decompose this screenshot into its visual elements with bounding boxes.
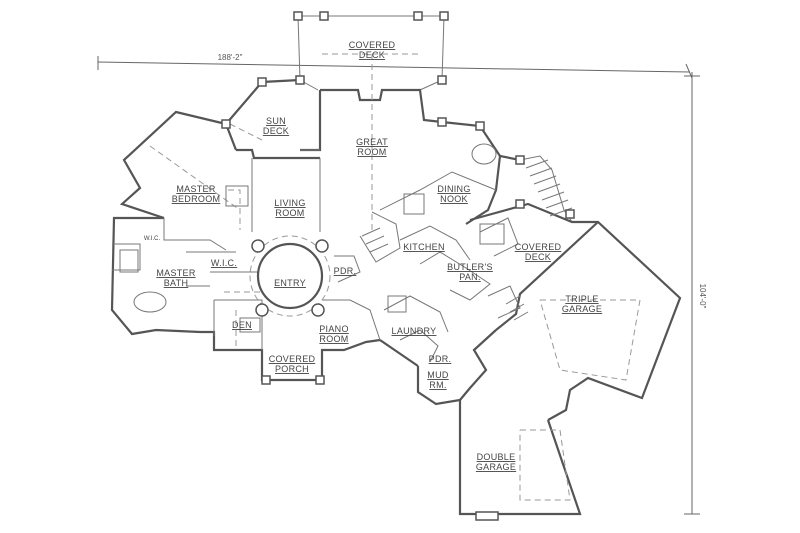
- pdr-top-label: PDR.: [334, 266, 357, 276]
- butlers-pan-label: BUTLER'S: [447, 262, 493, 272]
- covered-porch-label-2: PORCH: [275, 364, 309, 374]
- interior-walls: [112, 149, 521, 363]
- laundry-label: LAUNDRY: [392, 326, 437, 336]
- living-room-label-2: ROOM: [275, 208, 304, 218]
- covered-deck-top-label: COVERED: [349, 40, 396, 50]
- wic-label: W.I.C.: [211, 258, 237, 268]
- fixtures: [119, 143, 505, 333]
- master-bath-label: MASTER: [156, 268, 196, 278]
- butlers-pan-label-2: PAN.: [459, 272, 481, 282]
- columns: [221, 11, 575, 521]
- mud-rm-label: MUD: [427, 370, 449, 380]
- piano-room-label: PIANO: [319, 324, 349, 334]
- covered-porch-label: COVERED: [269, 354, 316, 364]
- interior-stairs: [361, 227, 529, 321]
- triple-garage-label: TRIPLE: [565, 294, 598, 304]
- exterior-stairs: [525, 159, 573, 217]
- wic-small-label: W.I.C.: [144, 236, 161, 242]
- master-bedroom-label-2: BEDROOM: [172, 194, 221, 204]
- exterior-walls: [110, 15, 682, 516]
- double-garage-label-2: GARAGE: [476, 462, 516, 472]
- sun-deck-label-2: DECK: [263, 126, 289, 136]
- den-label: DEN: [232, 320, 252, 330]
- double-garage-label: DOUBLE: [477, 452, 516, 462]
- room-labels: COVERED DECK SUN DECK GREAT ROOM MASTER …: [144, 40, 602, 472]
- great-room-label: GREAT: [356, 137, 388, 147]
- covered-deck-right-label: COVERED: [515, 242, 562, 252]
- covered-deck-right-label-2: DECK: [525, 252, 551, 262]
- depth-dimension: 104'-0": [698, 284, 707, 309]
- master-bedroom-label: MASTER: [176, 184, 216, 194]
- kitchen-label: KITCHEN: [403, 242, 445, 252]
- width-dimension: 188'-2": [218, 53, 243, 62]
- dimension-lines: [97, 56, 700, 515]
- dining-nook-label-2: NOOK: [440, 194, 468, 204]
- great-room-label-2: ROOM: [357, 147, 386, 157]
- master-bath-label-2: BATH: [164, 278, 189, 288]
- sun-deck-label: SUN: [266, 116, 286, 126]
- piano-room-label-2: ROOM: [319, 334, 348, 344]
- entry-label: ENTRY: [274, 278, 306, 288]
- mud-rm-label-2: RM.: [429, 380, 446, 390]
- living-room-label: LIVING: [274, 198, 305, 208]
- triple-garage-label-2: GARAGE: [562, 304, 602, 314]
- pdr-bottom-label: PDR.: [429, 354, 452, 364]
- entry-rotunda: [249, 235, 331, 317]
- covered-deck-top-label-2: DECK: [359, 50, 385, 60]
- dashed-lines: [149, 53, 641, 501]
- dining-nook-label: DINING: [437, 184, 470, 194]
